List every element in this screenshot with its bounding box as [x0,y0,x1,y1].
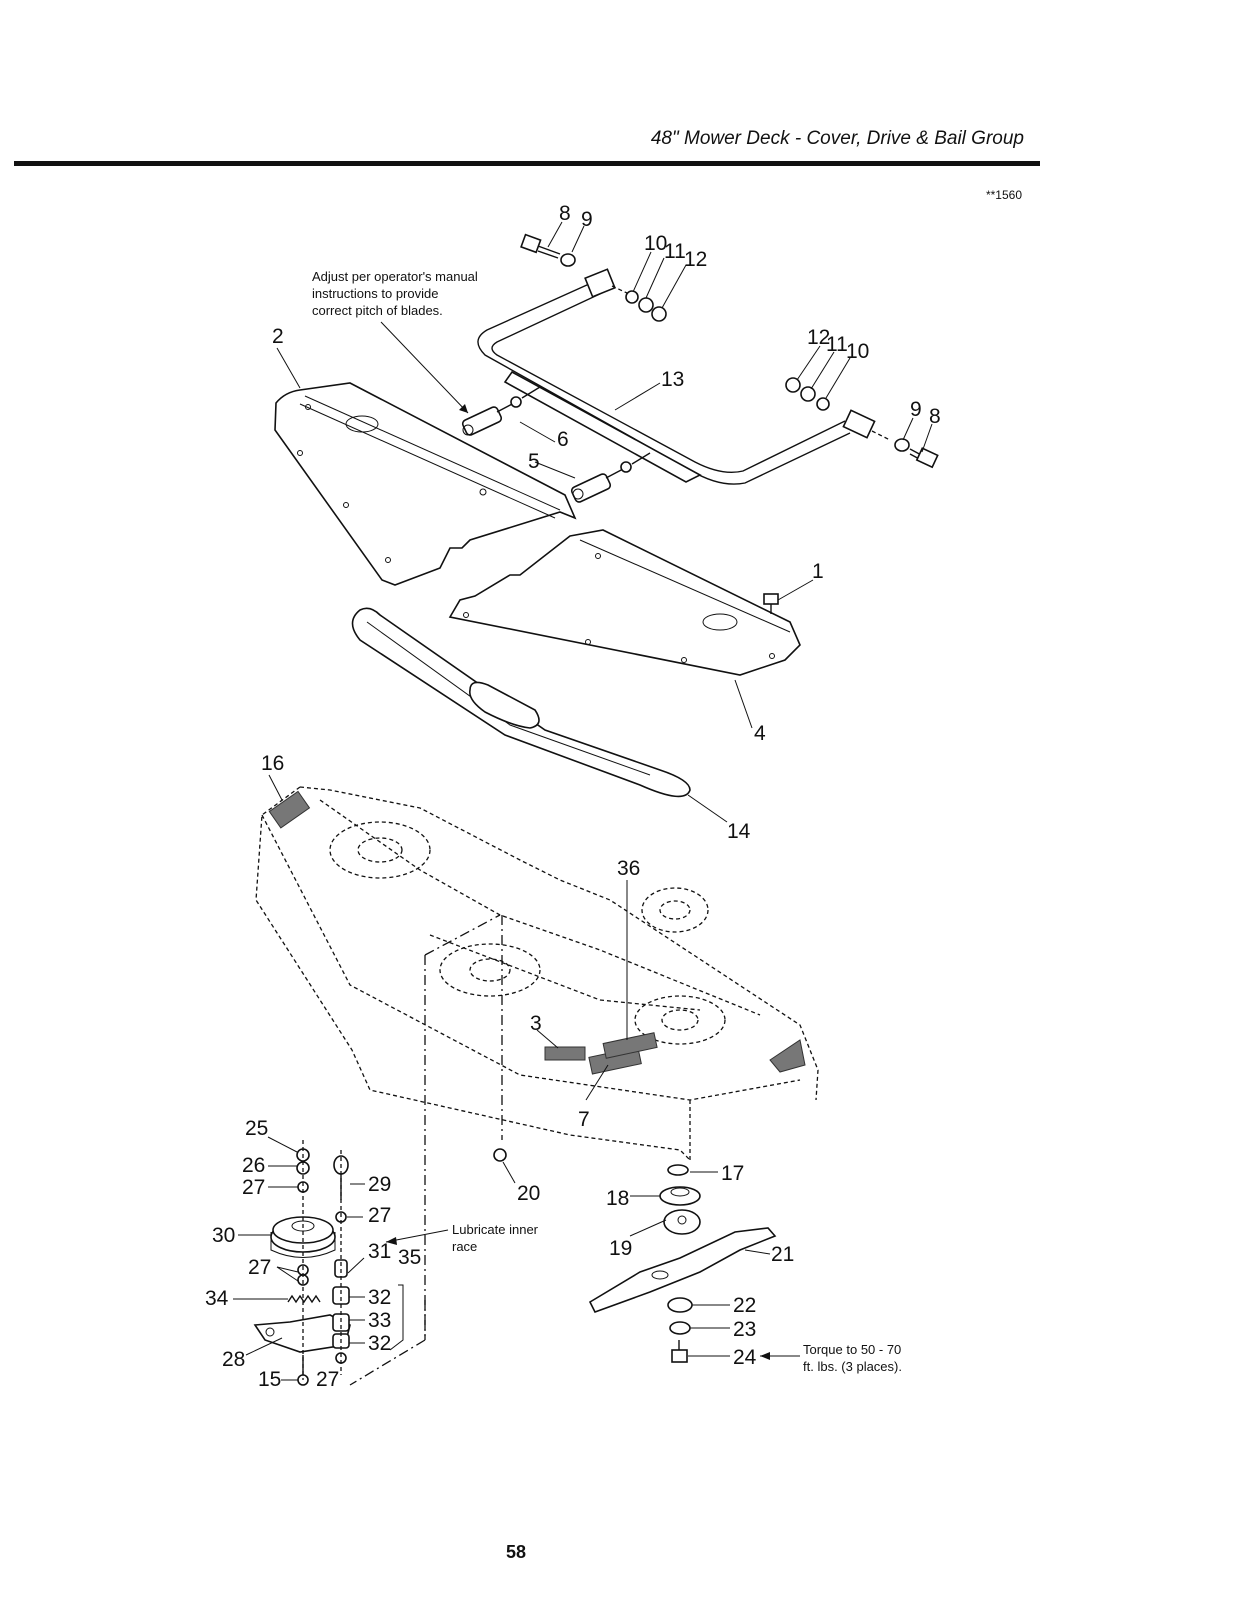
callout-19: 19 [609,1237,632,1260]
callout-23: 23 [733,1318,756,1341]
mower-deck [255,786,819,1386]
bolt-8-left [520,233,561,259]
callout-31: 31 [368,1240,391,1263]
washer-17 [667,1164,689,1176]
callout-27: 27 [242,1176,265,1199]
callout-numbers: 8 9 10 11 12 12 11 10 9 8 13 2 6 5 1 4 1… [205,202,941,1391]
nut-10-right [816,397,830,411]
svg-text:instructions to provide: instructions to provide [312,286,438,301]
callout-27: 27 [248,1256,271,1279]
callout-36: 36 [617,857,640,880]
callout-3: 3 [530,1012,542,1035]
callout-28: 28 [222,1348,245,1371]
callout-10: 10 [846,340,869,363]
decal-16 [268,790,311,829]
callout-24: 24 [733,1346,757,1369]
washer-22 [667,1297,693,1313]
callout-22: 22 [733,1294,756,1317]
callout-34: 34 [205,1287,229,1310]
page-number: 58 [506,1542,527,1562]
spring-34 [287,1294,321,1304]
spacer-32-top [332,1286,350,1305]
callout-1: 1 [812,560,824,583]
svg-text:correct pitch of blades.: correct pitch of blades. [312,303,443,318]
svg-text:Torque to 50 - 70: Torque to 50 - 70 [803,1342,901,1357]
callout-9: 9 [910,398,922,421]
section-title: 48" Mower Deck - Cover, Drive & Bail Gro… [650,128,1024,149]
callout-4: 4 [754,722,766,745]
reference-code: **1560 [985,188,1022,202]
bolt-1 [763,593,779,605]
decal-36 [602,1032,658,1059]
header-rule [14,161,1040,166]
spacer-9-right [894,438,910,452]
bolt-24 [671,1349,688,1363]
callout-2: 2 [272,325,284,348]
note-adjust-pitch: Adjust per operator's manual instruction… [312,269,478,318]
blade-21 [588,1227,777,1313]
callout-17: 17 [721,1162,744,1185]
bail-bracket-right [842,409,876,439]
callout-26: 26 [242,1154,265,1177]
svg-text:race: race [452,1239,477,1254]
callout-20: 20 [517,1182,540,1205]
left-deck-cover [274,382,577,586]
blade-adapter-19 [663,1209,701,1235]
adjust-link-upper [461,396,522,436]
locknut-12-left [651,306,667,322]
adjust-link-lower [570,461,632,503]
callout-11: 11 [826,333,848,356]
callout-5: 5 [528,450,540,473]
washer-11-left [638,297,654,313]
blade-group [588,1164,777,1363]
svg-text:ft. lbs. (3 places).: ft. lbs. (3 places). [803,1359,902,1374]
callout-16: 16 [261,752,284,775]
callout-7: 7 [578,1108,590,1131]
callout-14: 14 [727,820,751,843]
callout-29: 29 [368,1173,391,1196]
callout-35: 35 [398,1246,421,1269]
right-deck-cover [448,529,801,676]
callout-12: 12 [684,248,707,271]
idler-group [253,1140,351,1386]
callout-12: 12 [807,326,830,349]
svg-text:Lubricate inner: Lubricate inner [452,1222,539,1237]
callout-33: 33 [368,1309,391,1332]
note-torque: Torque to 50 - 70 ft. lbs. (3 places). [803,1342,902,1374]
callout-8: 8 [929,405,941,428]
svg-text:Adjust per operator's manual: Adjust per operator's manual [312,269,478,284]
bail-assembly [461,233,939,503]
callout-27: 27 [368,1204,391,1227]
callout-10: 10 [644,232,667,255]
callout-25: 25 [245,1117,268,1140]
callout-15: 15 [258,1368,281,1391]
callout-32: 32 [368,1332,391,1355]
nut-20 [493,1148,507,1162]
washer-11-right [800,386,816,402]
drive-belt [351,607,691,798]
callout-18: 18 [606,1187,629,1210]
washer-23 [669,1321,691,1335]
callout-21: 21 [771,1243,794,1266]
decal-3 [544,1046,586,1061]
spacer-9-left [560,253,576,267]
callout-9: 9 [581,208,593,231]
leader-lines [233,221,933,1381]
callout-27: 27 [316,1368,339,1391]
callout-11: 11 [664,240,686,263]
nut-10-left [625,290,639,304]
locknut-12-right [785,377,801,393]
callout-13: 13 [661,368,684,391]
bolt-8-right [915,447,939,469]
bail-bracket-left [584,268,616,298]
callout-8: 8 [559,202,571,225]
callout-6: 6 [557,428,569,451]
note-lubricate: Lubricate inner race [452,1222,539,1254]
callout-30: 30 [212,1224,235,1247]
callout-32: 32 [368,1286,391,1309]
